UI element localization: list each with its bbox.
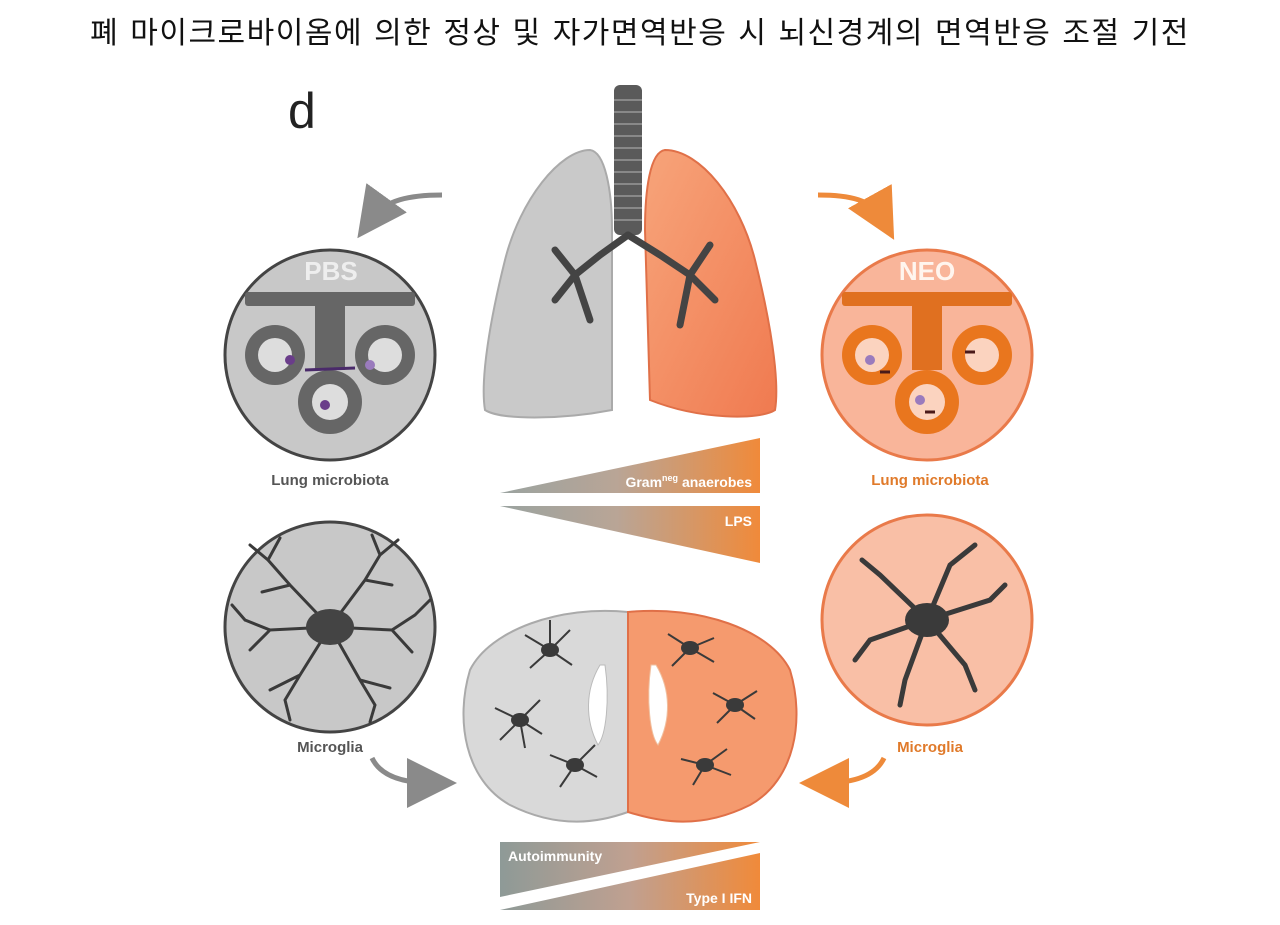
lung-microbiota-label-right: Lung microbiota	[871, 472, 989, 489]
lung-microbiota-label-left: Lung microbiota	[271, 472, 389, 489]
arrow-microglia-to-brain-right	[799, 756, 887, 808]
neo-alveoli-circle	[820, 248, 1034, 462]
brain-illustration	[462, 609, 798, 823]
microglia-label-left: Microglia	[297, 739, 364, 756]
gradient-lps-label: LPS	[725, 513, 752, 529]
pbs-alveoli-circle	[223, 248, 437, 462]
gradient-type-i-ifn-label: Type I IFN	[686, 890, 752, 906]
arrow-microglia-to-brain-left	[369, 756, 457, 808]
pbs-label: PBS	[304, 256, 357, 286]
gradient-gram-neg	[500, 438, 760, 493]
gradient-type-i-ifn	[500, 853, 760, 910]
gradient-autoimmunity	[500, 842, 760, 897]
lungs-illustration	[482, 85, 778, 419]
gradient-lps	[500, 506, 760, 563]
arrow-lungs-to-pbs	[357, 183, 443, 239]
pbs-microglia-circle	[223, 520, 437, 734]
microglia-label-right: Microglia	[897, 739, 964, 756]
figure-title: 폐 마이크로바이옴에 의한 정상 및 자가면역반응 시 뇌신경계의 면역반응 조…	[90, 16, 1190, 51]
arrow-lungs-to-neo	[817, 183, 895, 240]
neo-microglia-circle	[820, 513, 1034, 727]
gradient-gram-neg-label: Gramneg anaerobes	[625, 473, 752, 490]
panel-letter: d	[288, 83, 316, 139]
neo-label: NEO	[899, 256, 955, 286]
gradient-autoimmunity-label: Autoimmunity	[508, 848, 602, 864]
